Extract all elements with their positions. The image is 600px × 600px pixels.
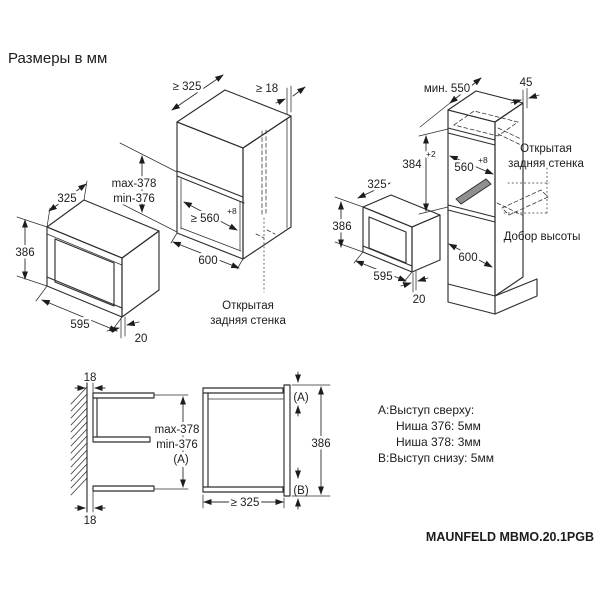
right-oven-figure: 325 386 595 20 (330, 177, 441, 306)
right-oven-outline (362, 194, 441, 273)
left-oven-height-label: 386 (15, 247, 34, 259)
wall-section-outline (70, 382, 155, 513)
front-depth-min-label: ≥ 325 (231, 497, 260, 509)
right-oven-width-label: 595 (373, 271, 392, 283)
right-oven-dimensions: 325 386 595 20 (330, 177, 429, 306)
front-ref-b-label: (B) (293, 485, 309, 497)
tall-cabinet-lower-height-label: 600 (458, 252, 477, 264)
wall-cabinet-niche-width-tol: +8 (227, 206, 237, 216)
right-oven-overhang-label: 20 (413, 294, 426, 306)
wall-cabinet-open-back-line2: задняя стенка (210, 315, 286, 327)
section-niche-min-label: min-376 (156, 439, 198, 451)
wall-cabinet-figure: ≥ 325 ≥ 18 max-378 min-376 ≥ 560 +8 600 … (109, 74, 306, 327)
tall-cabinet-outline (447, 90, 549, 315)
note-a-line1: Ниша 376: 5мм (396, 419, 481, 433)
left-oven-figure: 325 386 595 20 (13, 180, 160, 345)
note-a-title: A:Выступ сверху: (378, 403, 474, 417)
niche-section-dimensions: (A) (B) 386 ≥ 325 (202, 371, 333, 512)
left-oven-width-label: 595 (70, 319, 89, 331)
niche-section-outline (202, 384, 291, 497)
wall-section-dimensions: 18 18 max-378 min-376 (A) (74, 372, 202, 527)
tall-cabinet-figure: мин. 550 45 384 +2 560 +8 600 Открытая з… (400, 75, 584, 315)
wall-cabinet-niche-width-label: ≥ 560 (191, 213, 220, 225)
left-oven-overhang-label: 20 (135, 333, 148, 345)
wall-cabinet-depth-label: ≥ 325 (173, 81, 202, 93)
front-ref-a-label: (A) (293, 392, 309, 404)
right-oven-depth-label: 325 (367, 179, 386, 191)
left-oven-depth-label: 325 (57, 193, 76, 205)
tall-cabinet-niche-width-label: 560 (454, 162, 473, 174)
wall-section-figure: 18 18 max-378 min-376 (A) (70, 372, 202, 527)
protrusion-notes: A:Выступ сверху: Ниша 376: 5мм Ниша 378:… (378, 403, 494, 465)
oven-rail-tray (455, 178, 492, 205)
tall-cabinet-niche-height-label: 384 (402, 159, 422, 171)
left-oven-outline (46, 199, 160, 318)
section-ref-a-label: (A) (173, 454, 189, 466)
tall-cabinet-gap-label: 45 (520, 77, 533, 89)
wall-cabinet-niche-min-label: min-376 (113, 193, 155, 205)
wall-cabinet-dimensions: ≥ 325 ≥ 18 max-378 min-376 ≥ 560 +8 600 … (109, 74, 306, 327)
front-door-height-label: 386 (311, 438, 330, 450)
note-a-line2: Ниша 378: 3мм (396, 435, 481, 449)
right-oven-height-label: 386 (332, 221, 351, 233)
niche-section-figure: (A) (B) 386 ≥ 325 (202, 371, 333, 512)
tall-cabinet-dimensions: мин. 550 45 384 +2 560 +8 600 Открытая з… (400, 75, 584, 268)
left-oven-dimensions: 325 386 595 20 (13, 180, 148, 345)
tall-cabinet-niche-width-tol: +8 (478, 155, 488, 165)
tall-cabinet-open-back-line2: задняя стенка (508, 158, 584, 170)
wall-gap-bottom-label: 18 (84, 515, 97, 527)
tall-cabinet-depth-label: мин. 550 (424, 83, 470, 95)
wall-cabinet-open-back-line1: Открытая (222, 300, 274, 312)
wall-cabinet-niche-max-label: max-378 (112, 178, 157, 190)
page-title: Размеры в мм (8, 50, 107, 67)
note-b-line: B:Выступ снизу: 5мм (378, 451, 494, 465)
section-niche-max-label: max-378 (155, 424, 200, 436)
tall-cabinet-niche-height-tol: +2 (426, 149, 436, 159)
wall-cabinet-outline (176, 89, 292, 260)
wall-cabinet-width-label: 600 (198, 255, 217, 267)
model-name: MAUNFELD MBMO.20.1PGB (426, 530, 594, 544)
wall-gap-top-label: 18 (84, 372, 97, 384)
wall-cabinet-gap-label: ≥ 18 (256, 83, 278, 95)
tall-cabinet-filler-label: Добор высоты (504, 231, 581, 243)
tall-cabinet-open-back-line1: Открытая (520, 143, 572, 155)
